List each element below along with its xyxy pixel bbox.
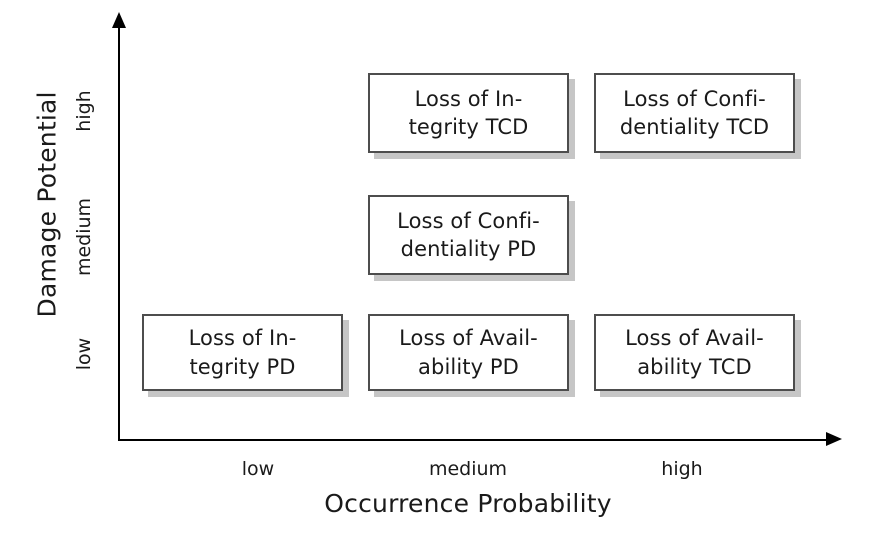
y-axis-tick-medium: medium bbox=[73, 197, 95, 277]
x-axis-tick-high: high bbox=[661, 458, 703, 480]
matrix-cell-availability-pd[interactable]: Loss of Avail- ability PD bbox=[368, 314, 569, 391]
matrix-cell-line2: dentiality PD bbox=[400, 237, 537, 261]
y-axis-line bbox=[118, 26, 120, 441]
y-axis-title: Damage Potential bbox=[32, 91, 62, 318]
y-axis-arrow-icon bbox=[112, 12, 126, 28]
matrix-cell-line2: tegrity PD bbox=[189, 354, 296, 379]
matrix-cell-line2: tegrity TCD bbox=[408, 115, 529, 139]
matrix-cell-integrity-pd[interactable]: Loss of In- tegrity PD bbox=[142, 314, 343, 391]
x-axis-line bbox=[118, 439, 830, 441]
matrix-cell-line2: ability PD bbox=[418, 354, 519, 379]
matrix-cell-line1: Loss of In- bbox=[188, 326, 297, 351]
y-axis-tick-low: low bbox=[73, 337, 95, 371]
x-axis-tick-medium: medium bbox=[428, 458, 508, 480]
matrix-cell-line2: dentiality TCD bbox=[619, 115, 770, 139]
matrix-cell-confidentiality-pd[interactable]: Loss of Confi- dentiality PD bbox=[368, 195, 569, 275]
matrix-cell-line1: Loss of In- bbox=[414, 86, 523, 111]
matrix-cell-line1: Loss of Avail- bbox=[625, 326, 764, 351]
x-axis-title: Occurrence Probability bbox=[324, 489, 612, 518]
matrix-cell-line1: Loss of Confi- bbox=[397, 208, 540, 233]
matrix-cell-confidentiality-tcd[interactable]: Loss of Confi- dentiality TCD bbox=[594, 73, 795, 153]
matrix-cell-availability-tcd[interactable]: Loss of Avail- ability TCD bbox=[594, 314, 795, 391]
matrix-cell-line2: ability TCD bbox=[637, 354, 752, 379]
x-axis-tick-low: low bbox=[241, 458, 275, 480]
matrix-cell-line1: Loss of Confi- bbox=[623, 86, 766, 111]
matrix-cell-integrity-tcd[interactable]: Loss of In- tegrity TCD bbox=[368, 73, 569, 153]
x-axis-arrow-icon bbox=[826, 432, 842, 446]
matrix-cell-line1: Loss of Avail- bbox=[399, 326, 538, 351]
y-axis-tick-high: high bbox=[73, 90, 95, 132]
